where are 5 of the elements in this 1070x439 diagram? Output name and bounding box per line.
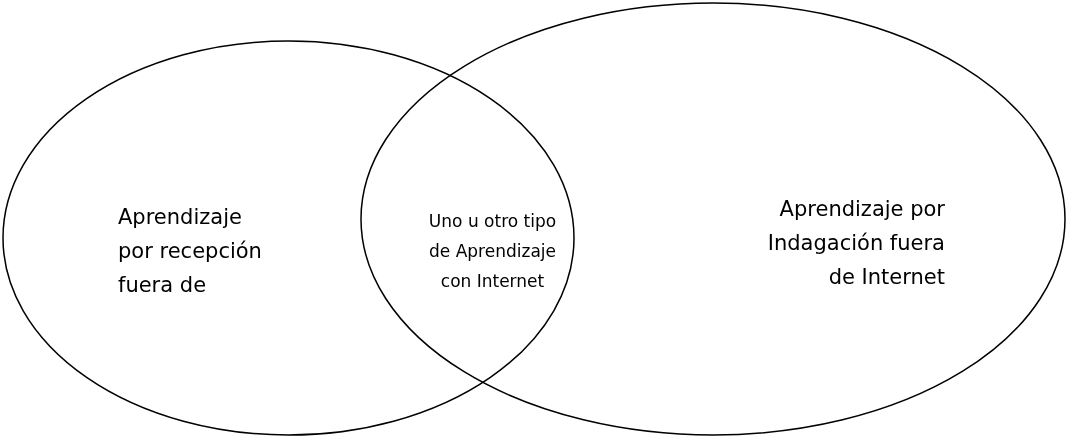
ellipse-set (360, 2, 1066, 436)
intersection-label: Uno u otro tipo de Aprendizaje con Internet (427, 210, 558, 293)
ellipse-set (2, 40, 575, 436)
set-label: Aprendizaje por Indagación fuera de Internet (766, 196, 945, 291)
set-label: Aprendizaje por recepción fuera de (118, 204, 263, 299)
